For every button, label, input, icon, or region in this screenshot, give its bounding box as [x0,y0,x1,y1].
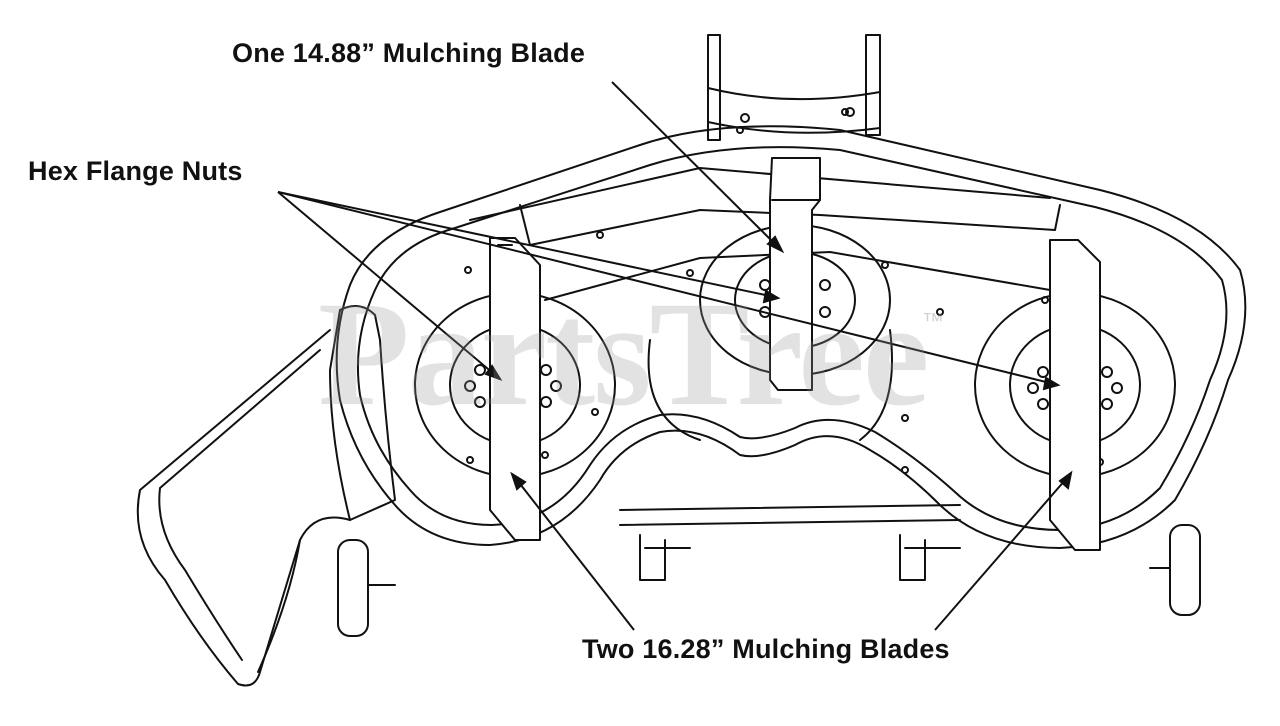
trademark-symbol: ™ [922,308,944,333]
arrow-center-blade [766,235,785,254]
left-gauge-wheel [337,539,396,637]
left-mulching-blade [489,237,541,541]
right-mulching-blade [1049,239,1101,551]
front-bracket [619,504,961,581]
arrow-left-blade [510,471,527,491]
arrow-right-blade [1058,470,1073,490]
hitch-bracket [707,34,881,141]
center-mulching-blade [769,157,821,391]
right-gauge-wheel [1149,524,1201,616]
leader-lines [277,81,1073,631]
center-blade-callout: One 14.88” Mulching Blade [232,38,586,68]
arrow-left-nut [484,364,503,381]
hex-nuts-callout: Hex Flange Nuts [28,156,243,186]
arrow-right-nut [1042,376,1061,391]
side-blades-callout: Two 16.28” Mulching Blades [582,634,950,664]
arrow-center-nut [762,289,781,304]
discharge-chute [136,305,396,687]
